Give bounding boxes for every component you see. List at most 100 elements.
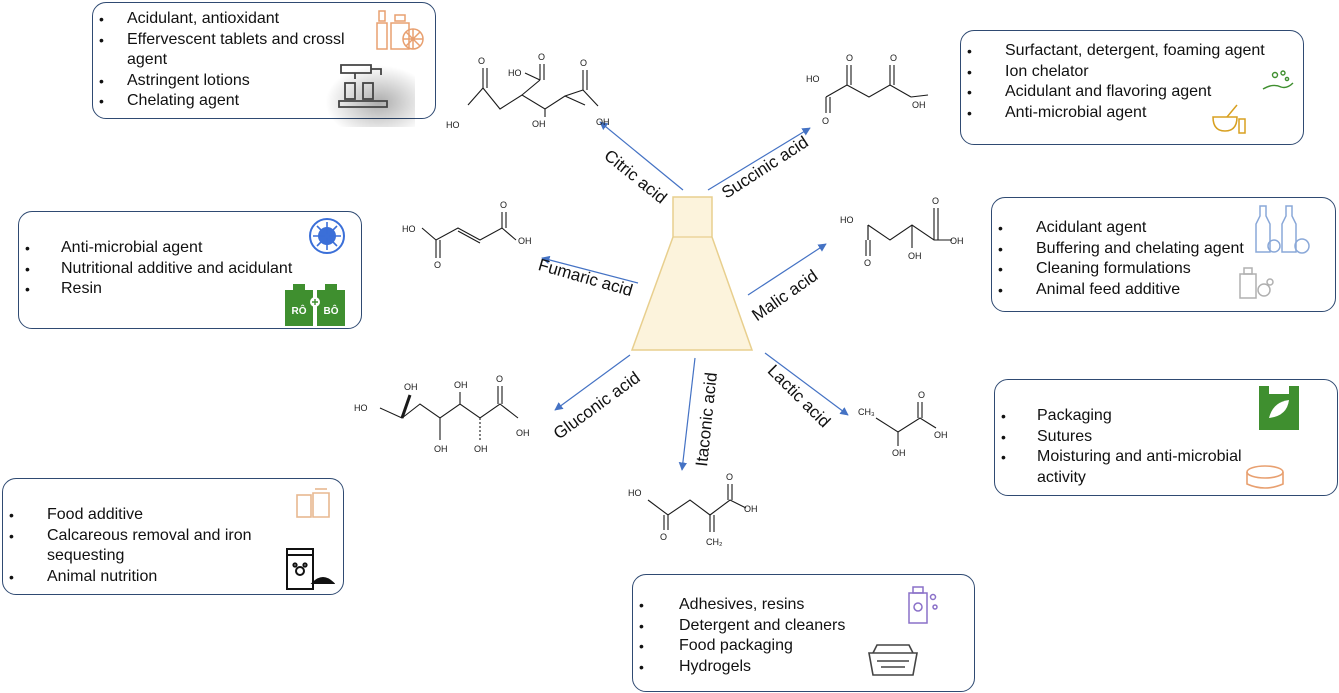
label-itaconic-acid: Itaconic acid xyxy=(692,371,721,467)
succinic-applications-box: Surfactant, detergent, foaming agent Ion… xyxy=(960,30,1304,145)
malic-applications-list: Acidulant agent Buffering and chelating … xyxy=(992,218,1335,300)
list-item: Animal feed additive xyxy=(992,280,1335,301)
list-item: Food packaging xyxy=(633,636,974,657)
hand-bubbles-icon xyxy=(1262,70,1294,90)
fumaric-applications-box: Anti-microbial agent Nutritional additiv… xyxy=(18,211,362,329)
svg-text:HO: HO xyxy=(508,68,522,78)
svg-text:HO: HO xyxy=(446,120,460,130)
svg-text:HO: HO xyxy=(354,403,368,413)
list-item: Anti-microbial agent xyxy=(19,238,361,259)
svg-text:OH: OH xyxy=(908,251,922,261)
citric-applications-box: Acidulant, antioxidant Effervescent tabl… xyxy=(92,2,436,127)
gluconic-applications-box: Food additive Calcareous removal and iro… xyxy=(2,478,344,595)
list-item: Calcareous removal and iron sequesting xyxy=(3,526,287,567)
list-item: Animal nutrition xyxy=(3,567,343,588)
svg-text:O: O xyxy=(864,258,871,268)
gluconic-acid-structure xyxy=(379,386,519,440)
svg-text:OH: OH xyxy=(454,380,468,390)
svg-text:OH: OH xyxy=(596,117,610,127)
list-item: Moisturing and anti-microbial activity xyxy=(995,447,1257,488)
food-container-icon xyxy=(868,644,918,676)
fumaric-acid-structure xyxy=(421,212,517,258)
dropper-bottle-icon xyxy=(376,10,424,50)
svg-text:O: O xyxy=(496,374,503,384)
itaconic-acid-structure xyxy=(647,484,747,532)
succinic-acid-structure xyxy=(825,65,929,113)
list-item: Sutures xyxy=(995,427,1337,448)
list-item: Packaging xyxy=(995,406,1337,427)
lactic-applications-box: Packaging Sutures Moisturing and anti-mi… xyxy=(994,379,1338,496)
label-malic-acid: Malic acid xyxy=(748,266,821,325)
list-item: Chelating agent xyxy=(93,91,435,112)
lactic-applications-list: Packaging Sutures Moisturing and anti-mi… xyxy=(995,406,1337,488)
gluconic-applications-list: Food additive Calcareous removal and iro… xyxy=(3,505,343,587)
pet-food-icon xyxy=(286,548,335,590)
svg-text:O: O xyxy=(890,53,897,63)
cream-jar-icon xyxy=(1246,465,1284,489)
svg-text:OH: OH xyxy=(532,119,546,129)
svg-text:HO: HO xyxy=(806,74,820,84)
bottle-right-label: BÔ xyxy=(324,304,339,317)
list-item: Adhesives, resins xyxy=(633,595,974,616)
list-item: Anti-microbial agent xyxy=(961,103,1303,124)
arrow-itaconic xyxy=(678,357,696,471)
svg-text:OH: OH xyxy=(934,430,948,440)
list-item: Resin xyxy=(19,279,361,300)
arrow-malic xyxy=(747,243,827,296)
arrows xyxy=(541,121,849,471)
svg-text:O: O xyxy=(726,472,733,482)
svg-text:OH: OH xyxy=(950,236,964,246)
molecules xyxy=(379,64,952,532)
svg-text:HO: HO xyxy=(840,215,854,225)
svg-text:HO: HO xyxy=(402,224,416,234)
bread-icon xyxy=(296,488,330,518)
svg-text:O: O xyxy=(580,58,587,68)
itaconic-applications-list: Adhesives, resins Detergent and cleaners… xyxy=(633,595,974,677)
list-item: Surfactant, detergent, foaming agent xyxy=(961,41,1303,62)
svg-text:CH₂: CH₂ xyxy=(706,537,723,547)
svg-text:O: O xyxy=(846,53,853,63)
filling-machine-shadow xyxy=(325,65,415,127)
svg-text:OH: OH xyxy=(474,444,488,454)
bottle-left-label: RÔ xyxy=(292,304,307,317)
leaf-bag-icon xyxy=(1259,386,1299,430)
list-item: Hydrogels xyxy=(633,657,974,678)
list-item: Acidulant, antioxidant xyxy=(93,9,435,30)
svg-text:OH: OH xyxy=(516,428,530,438)
arrow-lactic xyxy=(764,352,849,416)
list-item: Cleaning formulations xyxy=(992,259,1335,280)
svg-text:O: O xyxy=(660,532,667,542)
svg-text:OH: OH xyxy=(892,448,906,458)
svg-text:O: O xyxy=(478,56,485,66)
svg-text:O: O xyxy=(932,196,939,206)
detergent-bottle-icon xyxy=(908,586,938,624)
arrow-gluconic xyxy=(554,354,631,411)
citric-applications-list: Acidulant, antioxidant Effervescent tabl… xyxy=(93,9,435,112)
fertilizer-bottles-icon: RÔ BÔ xyxy=(285,284,345,326)
list-item: Acidulant agent xyxy=(992,218,1335,239)
itaconic-applications-box: Adhesives, resins Detergent and cleaners… xyxy=(632,574,975,692)
cleaning-bottle-icon xyxy=(1239,267,1274,299)
list-item: Effervescent tablets and crossl agent xyxy=(93,30,347,71)
svg-text:CH₃: CH₃ xyxy=(858,407,875,417)
svg-text:O: O xyxy=(918,390,925,400)
bottles-fruit-icon xyxy=(1255,205,1310,254)
erlenmeyer-flask xyxy=(630,196,754,351)
malic-acid-structure xyxy=(865,208,952,256)
svg-text:O: O xyxy=(538,52,545,62)
citric-acid-structure xyxy=(467,64,599,117)
list-item: Buffering and chelating agent xyxy=(992,239,1335,260)
lactic-acid-structure xyxy=(875,402,937,446)
list-item: Nutritional additive and acidulant xyxy=(19,259,361,280)
list-item: Detergent and cleaners xyxy=(633,616,974,637)
svg-text:OH: OH xyxy=(744,504,758,514)
arrow-fumaric xyxy=(541,255,639,284)
virus-blocked-icon xyxy=(309,218,345,254)
list-item: Ion chelator xyxy=(961,62,1303,83)
label-citric-acid: Citric acid xyxy=(600,146,670,208)
list-item: Astringent lotions xyxy=(93,71,435,92)
list-item: Acidulant and flavoring agent xyxy=(961,82,1303,103)
svg-text:OH: OH xyxy=(434,444,448,454)
arrow-citric xyxy=(599,121,684,191)
